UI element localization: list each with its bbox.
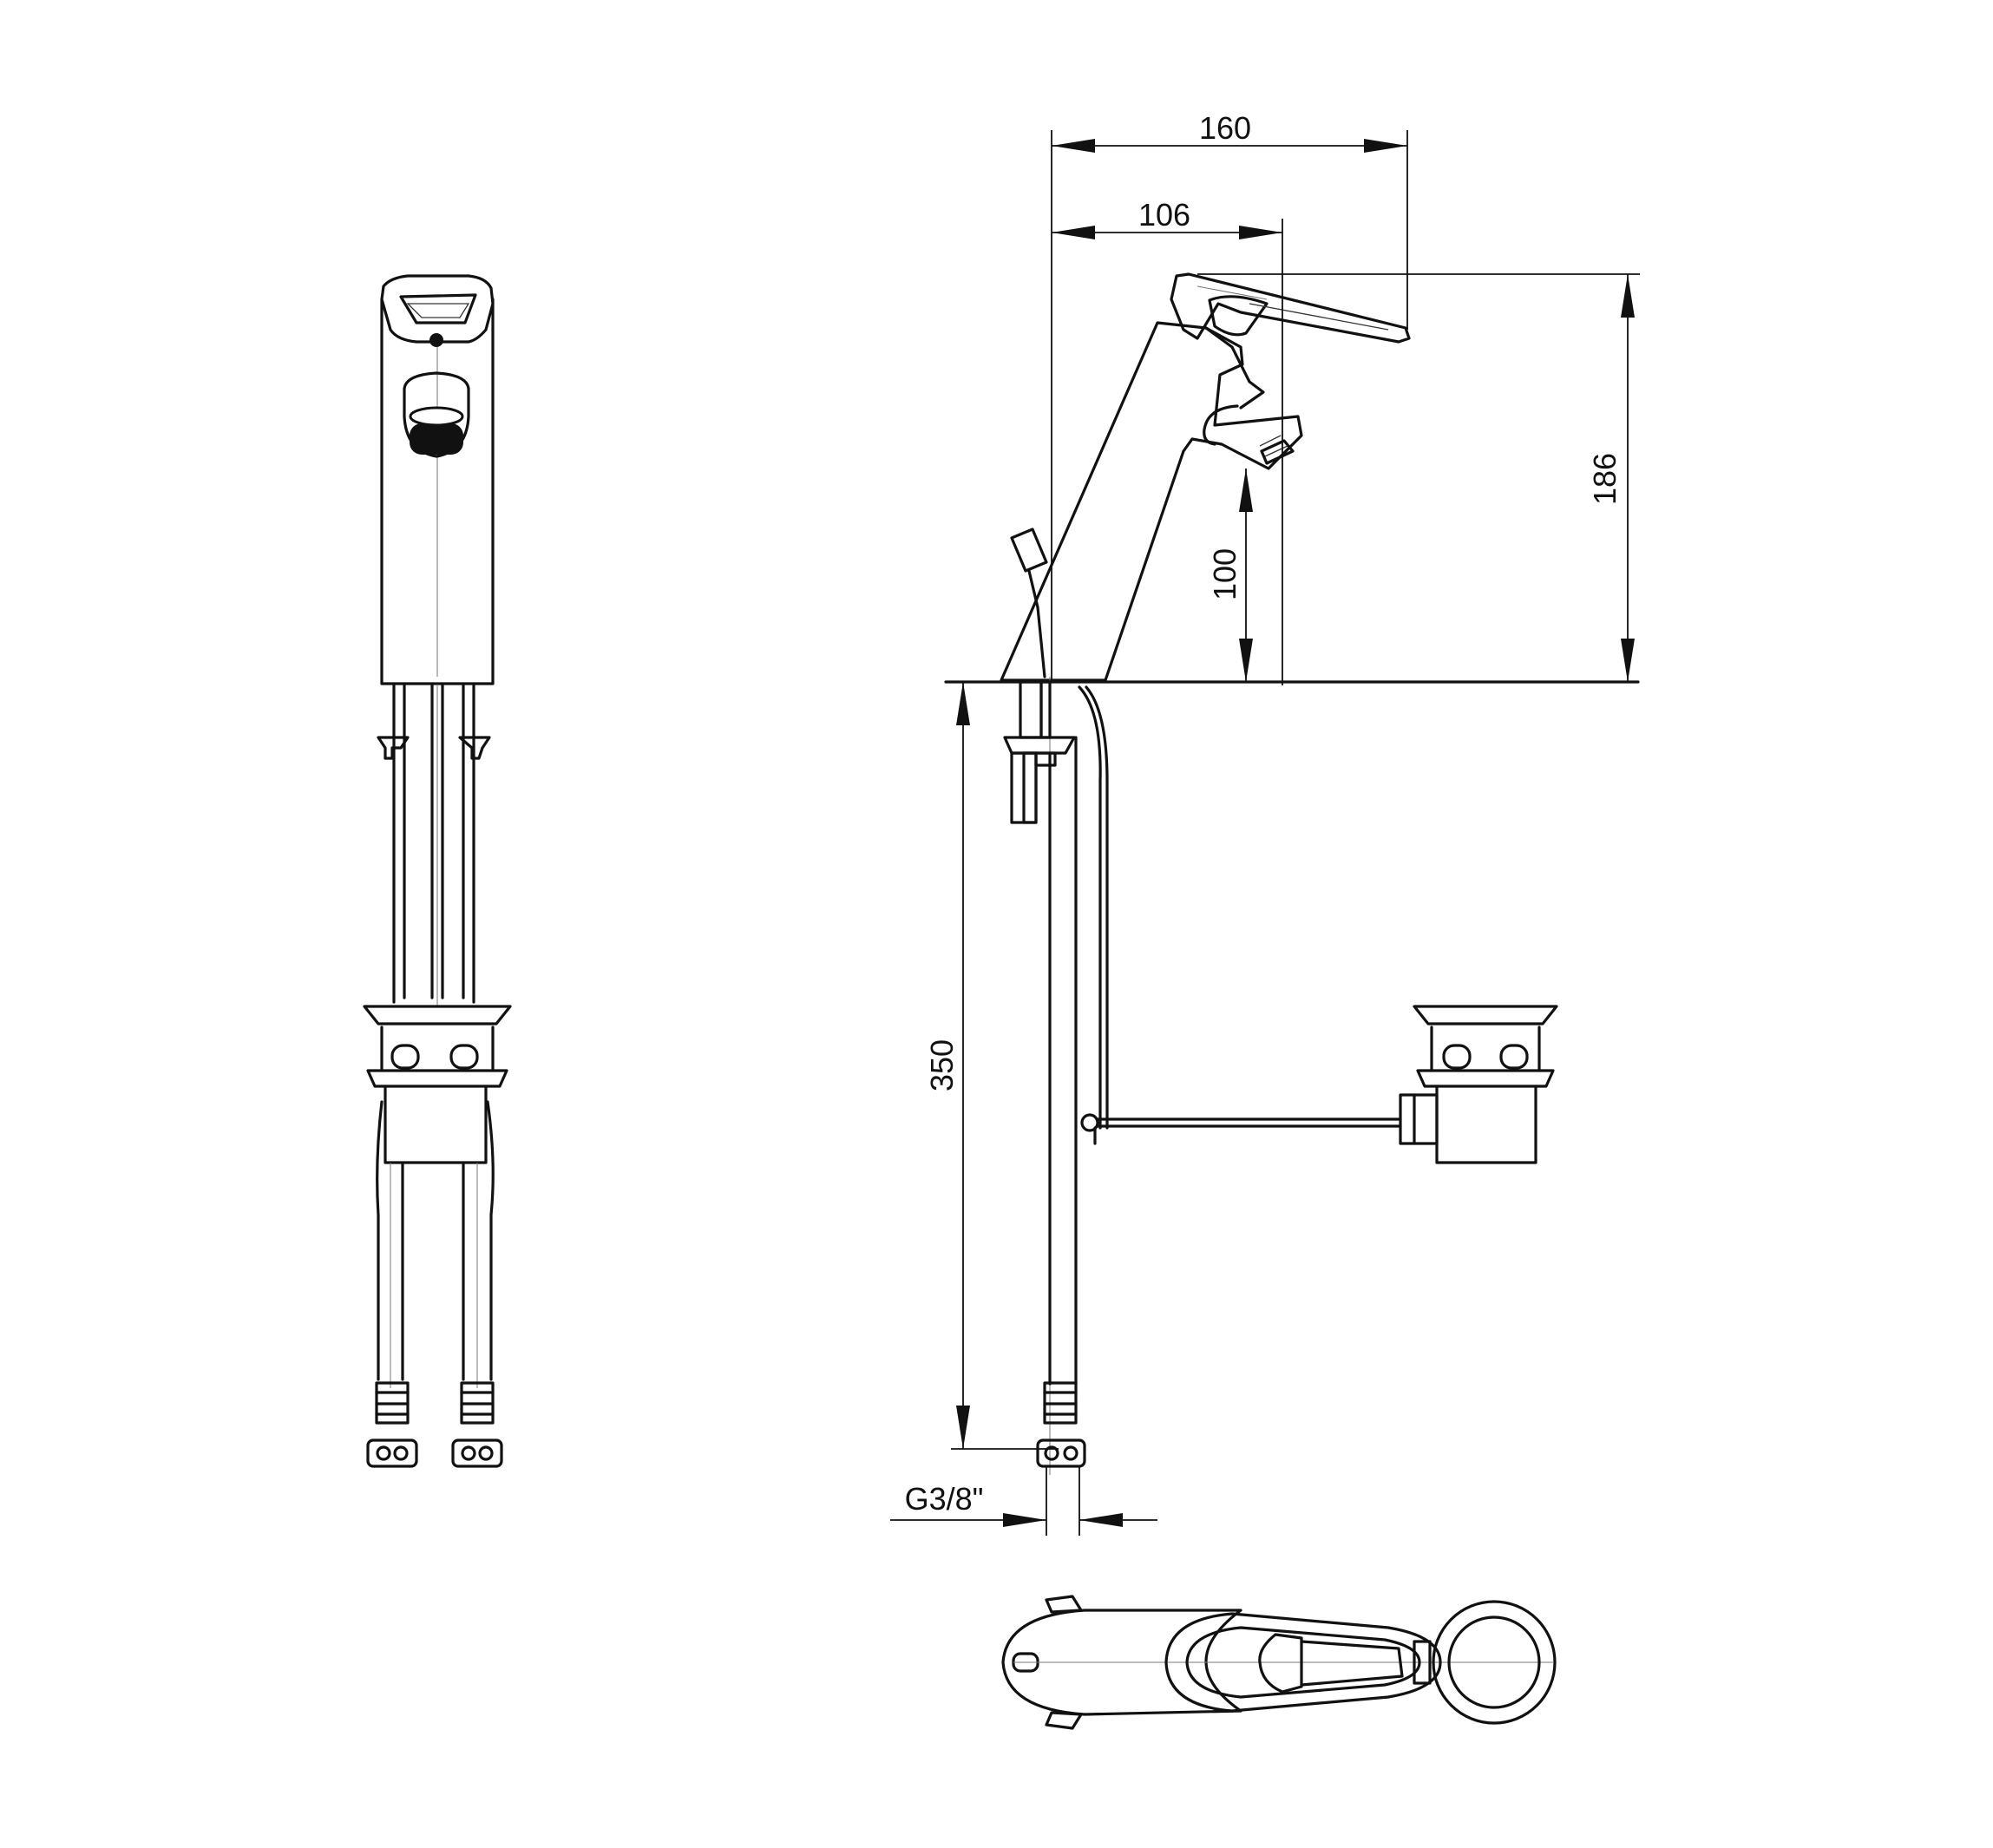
front-hose-nut-right <box>451 1381 503 1468</box>
front-waste-hole-right <box>449 1044 479 1070</box>
front-waste-flange <box>363 1005 512 1026</box>
front-body <box>380 298 495 685</box>
top-body <box>1001 1609 1242 1716</box>
front-aerator <box>410 423 463 455</box>
side-view <box>944 272 1640 1475</box>
dim-label-106: 106 <box>1138 197 1190 233</box>
dimension-lines <box>890 130 1640 1536</box>
side-body <box>1000 321 1303 682</box>
side-popup-knob <box>1010 528 1048 573</box>
side-hose-nut <box>1036 1381 1086 1468</box>
top-bracket-bottom <box>1045 1711 1083 1730</box>
front-waste-body <box>384 1085 488 1164</box>
side-lever <box>1170 272 1411 344</box>
side-spout-tip <box>1260 439 1295 465</box>
dim-label-100: 100 <box>1207 548 1242 600</box>
front-hose-nut-left <box>366 1381 418 1468</box>
front-lever <box>380 274 495 344</box>
dim-label-thread: G3/8" <box>905 1481 984 1517</box>
dim-label-160: 160 <box>1199 110 1251 146</box>
front-bracket-left <box>377 736 410 760</box>
front-lever-inner <box>399 293 477 324</box>
top-linkage <box>1413 1640 1432 1685</box>
top-waste-ring-outer <box>1432 1600 1557 1725</box>
side-linkage-pivot <box>1080 1113 1099 1132</box>
top-waste-ring-inner <box>1447 1615 1541 1709</box>
top-bracket-top <box>1045 1595 1083 1614</box>
dim-label-350: 350 <box>924 1039 960 1091</box>
side-waste-fitting <box>1399 1005 1558 1164</box>
front-view <box>363 274 512 1468</box>
top-view <box>1001 1595 1557 1730</box>
front-bracket-right <box>458 736 491 760</box>
front-waste-hole-left <box>390 1044 420 1070</box>
dim-label-186: 186 <box>1587 453 1623 505</box>
front-lever-pin <box>429 333 443 347</box>
